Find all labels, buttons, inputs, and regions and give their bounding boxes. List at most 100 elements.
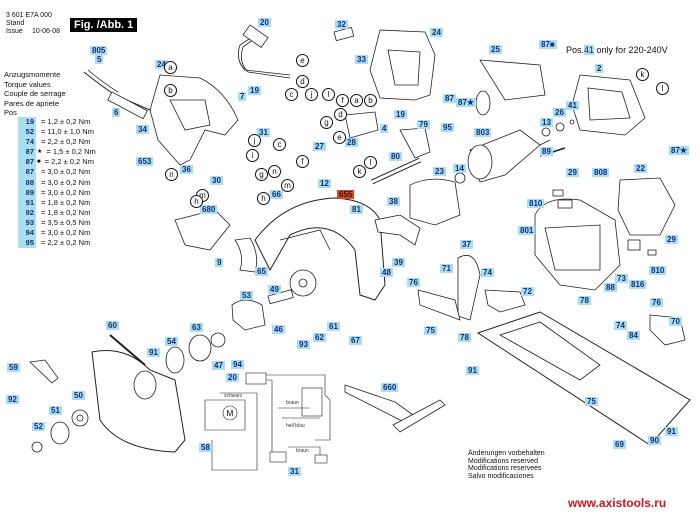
- part-label-87d[interactable]: 87★: [669, 146, 690, 155]
- part-label-5[interactable]: 5: [95, 55, 104, 64]
- part-label-90[interactable]: 90: [648, 436, 661, 445]
- part-label-13[interactable]: 13: [540, 118, 553, 127]
- part-label-66[interactable]: 66: [270, 190, 283, 199]
- part-label-680[interactable]: 680: [200, 205, 218, 214]
- part-label-92[interactable]: 92: [6, 395, 19, 404]
- part-label-59[interactable]: 59: [7, 363, 20, 372]
- part-label-12[interactable]: 12: [318, 179, 331, 188]
- torque-heading-de: Anzugsmomente: [4, 70, 61, 79]
- part-label-73[interactable]: 73: [615, 274, 628, 283]
- part-label-58[interactable]: 58: [199, 443, 212, 452]
- part-label-93[interactable]: 93: [297, 340, 310, 349]
- modifications-fr: Modifications reservees: [468, 465, 542, 473]
- part-label-14[interactable]: 14: [453, 164, 466, 173]
- part-label-810b[interactable]: 810: [649, 266, 667, 275]
- part-label-79[interactable]: 79: [417, 120, 430, 129]
- part-label-75b[interactable]: 75: [585, 397, 598, 406]
- part-label-31a[interactable]: 31: [257, 128, 270, 137]
- part-label-91a[interactable]: 91: [466, 366, 479, 375]
- part-label-660[interactable]: 660: [381, 383, 399, 392]
- part-label-805[interactable]: 805: [90, 46, 108, 55]
- part-label-20[interactable]: 20: [258, 18, 271, 27]
- part-label-91c[interactable]: 91: [147, 348, 160, 357]
- part-label-84[interactable]: 84: [627, 331, 640, 340]
- part-label-71[interactable]: 71: [440, 264, 453, 273]
- part-label-61[interactable]: 61: [327, 322, 340, 331]
- part-label-29b[interactable]: 29: [665, 235, 678, 244]
- part-label-65[interactable]: 65: [255, 267, 268, 276]
- part-label-87a[interactable]: 87: [443, 94, 456, 103]
- part-label-69[interactable]: 69: [613, 440, 626, 449]
- part-label-9[interactable]: 9: [215, 258, 224, 267]
- part-label-2[interactable]: 2: [595, 64, 604, 73]
- part-label-6[interactable]: 6: [112, 108, 121, 117]
- part-label-27[interactable]: 27: [313, 142, 326, 151]
- part-label-24b[interactable]: 24: [430, 28, 443, 37]
- part-label-95[interactable]: 95: [441, 123, 454, 132]
- part-label-19b[interactable]: 19: [394, 110, 407, 119]
- part-label-70[interactable]: 70: [669, 317, 682, 326]
- part-label-78a[interactable]: 78: [458, 333, 471, 342]
- part-label-78b[interactable]: 78: [578, 296, 591, 305]
- website-link[interactable]: www.axistools.ru: [568, 496, 667, 510]
- part-label-47[interactable]: 47: [212, 361, 225, 370]
- part-label-81[interactable]: 81: [350, 205, 363, 214]
- part-label-63[interactable]: 63: [190, 323, 203, 332]
- part-label-89[interactable]: 89: [540, 147, 553, 156]
- part-label-60[interactable]: 60: [106, 321, 119, 330]
- part-label-30[interactable]: 30: [210, 176, 223, 185]
- part-label-23[interactable]: 23: [433, 167, 446, 176]
- part-label-74b[interactable]: 74: [614, 321, 627, 330]
- part-label-26[interactable]: 26: [553, 108, 566, 117]
- part-label-34[interactable]: 34: [136, 125, 149, 134]
- part-label-46[interactable]: 46: [272, 325, 285, 334]
- part-label-7[interactable]: 7: [238, 92, 247, 101]
- part-label-75a[interactable]: 75: [424, 326, 437, 335]
- part-label-76a[interactable]: 76: [407, 278, 420, 287]
- part-label-50[interactable]: 50: [72, 391, 85, 400]
- part-label-88[interactable]: 88: [604, 283, 617, 292]
- part-label-22[interactable]: 22: [634, 164, 647, 173]
- part-label-33[interactable]: 33: [355, 55, 368, 64]
- part-label-24a[interactable]: 24: [155, 60, 168, 69]
- part-label-91b[interactable]: 91: [665, 427, 678, 436]
- part-label-52[interactable]: 52: [32, 422, 45, 431]
- part-label-803[interactable]: 803: [474, 128, 492, 137]
- part-label-36[interactable]: 36: [180, 165, 193, 174]
- part-label-653[interactable]: 653: [136, 157, 154, 166]
- part-label-51[interactable]: 51: [49, 406, 62, 415]
- part-label-28[interactable]: 28: [345, 138, 358, 147]
- voltage-note: Pos.41 only for 220-240V: [566, 45, 668, 55]
- part-label-74a[interactable]: 74: [481, 268, 494, 277]
- part-label-655[interactable]: 655: [337, 190, 355, 199]
- part-label-810a[interactable]: 810: [527, 199, 545, 208]
- part-label-72[interactable]: 72: [521, 287, 534, 296]
- part-label-32[interactable]: 32: [335, 20, 348, 29]
- part-label-87b[interactable]: 87■: [539, 40, 557, 49]
- part-label-29a[interactable]: 29: [566, 168, 579, 177]
- part-label-31b[interactable]: 31: [288, 467, 301, 476]
- part-label-4[interactable]: 4: [380, 124, 389, 133]
- part-label-19a[interactable]: 19: [248, 86, 261, 95]
- part-label-48[interactable]: 48: [380, 268, 393, 277]
- part-label-816[interactable]: 816: [629, 280, 647, 289]
- part-label-20b[interactable]: 20: [226, 373, 239, 382]
- part-label-808[interactable]: 808: [592, 168, 610, 177]
- part-label-62[interactable]: 62: [313, 333, 326, 342]
- part-label-38[interactable]: 38: [387, 197, 400, 206]
- part-label-25[interactable]: 25: [489, 45, 502, 54]
- part-label-801[interactable]: 801: [518, 226, 536, 235]
- part-label-87c[interactable]: 87★: [456, 98, 477, 107]
- torque-value: = 1,2 ± 0,2 Nm: [41, 117, 91, 126]
- torque-row: 88= 3,0 ± 0,2 Nm: [18, 177, 96, 188]
- part-label-76b[interactable]: 76: [650, 298, 663, 307]
- part-label-53[interactable]: 53: [240, 291, 253, 300]
- part-label-67[interactable]: 67: [349, 336, 362, 345]
- part-label-54[interactable]: 54: [165, 337, 178, 346]
- part-label-37[interactable]: 37: [460, 240, 473, 249]
- part-label-39[interactable]: 39: [392, 258, 405, 267]
- part-label-49[interactable]: 49: [268, 285, 281, 294]
- part-label-41[interactable]: 41: [566, 101, 579, 110]
- part-label-94[interactable]: 94: [231, 360, 244, 369]
- part-label-80[interactable]: 80: [389, 152, 402, 161]
